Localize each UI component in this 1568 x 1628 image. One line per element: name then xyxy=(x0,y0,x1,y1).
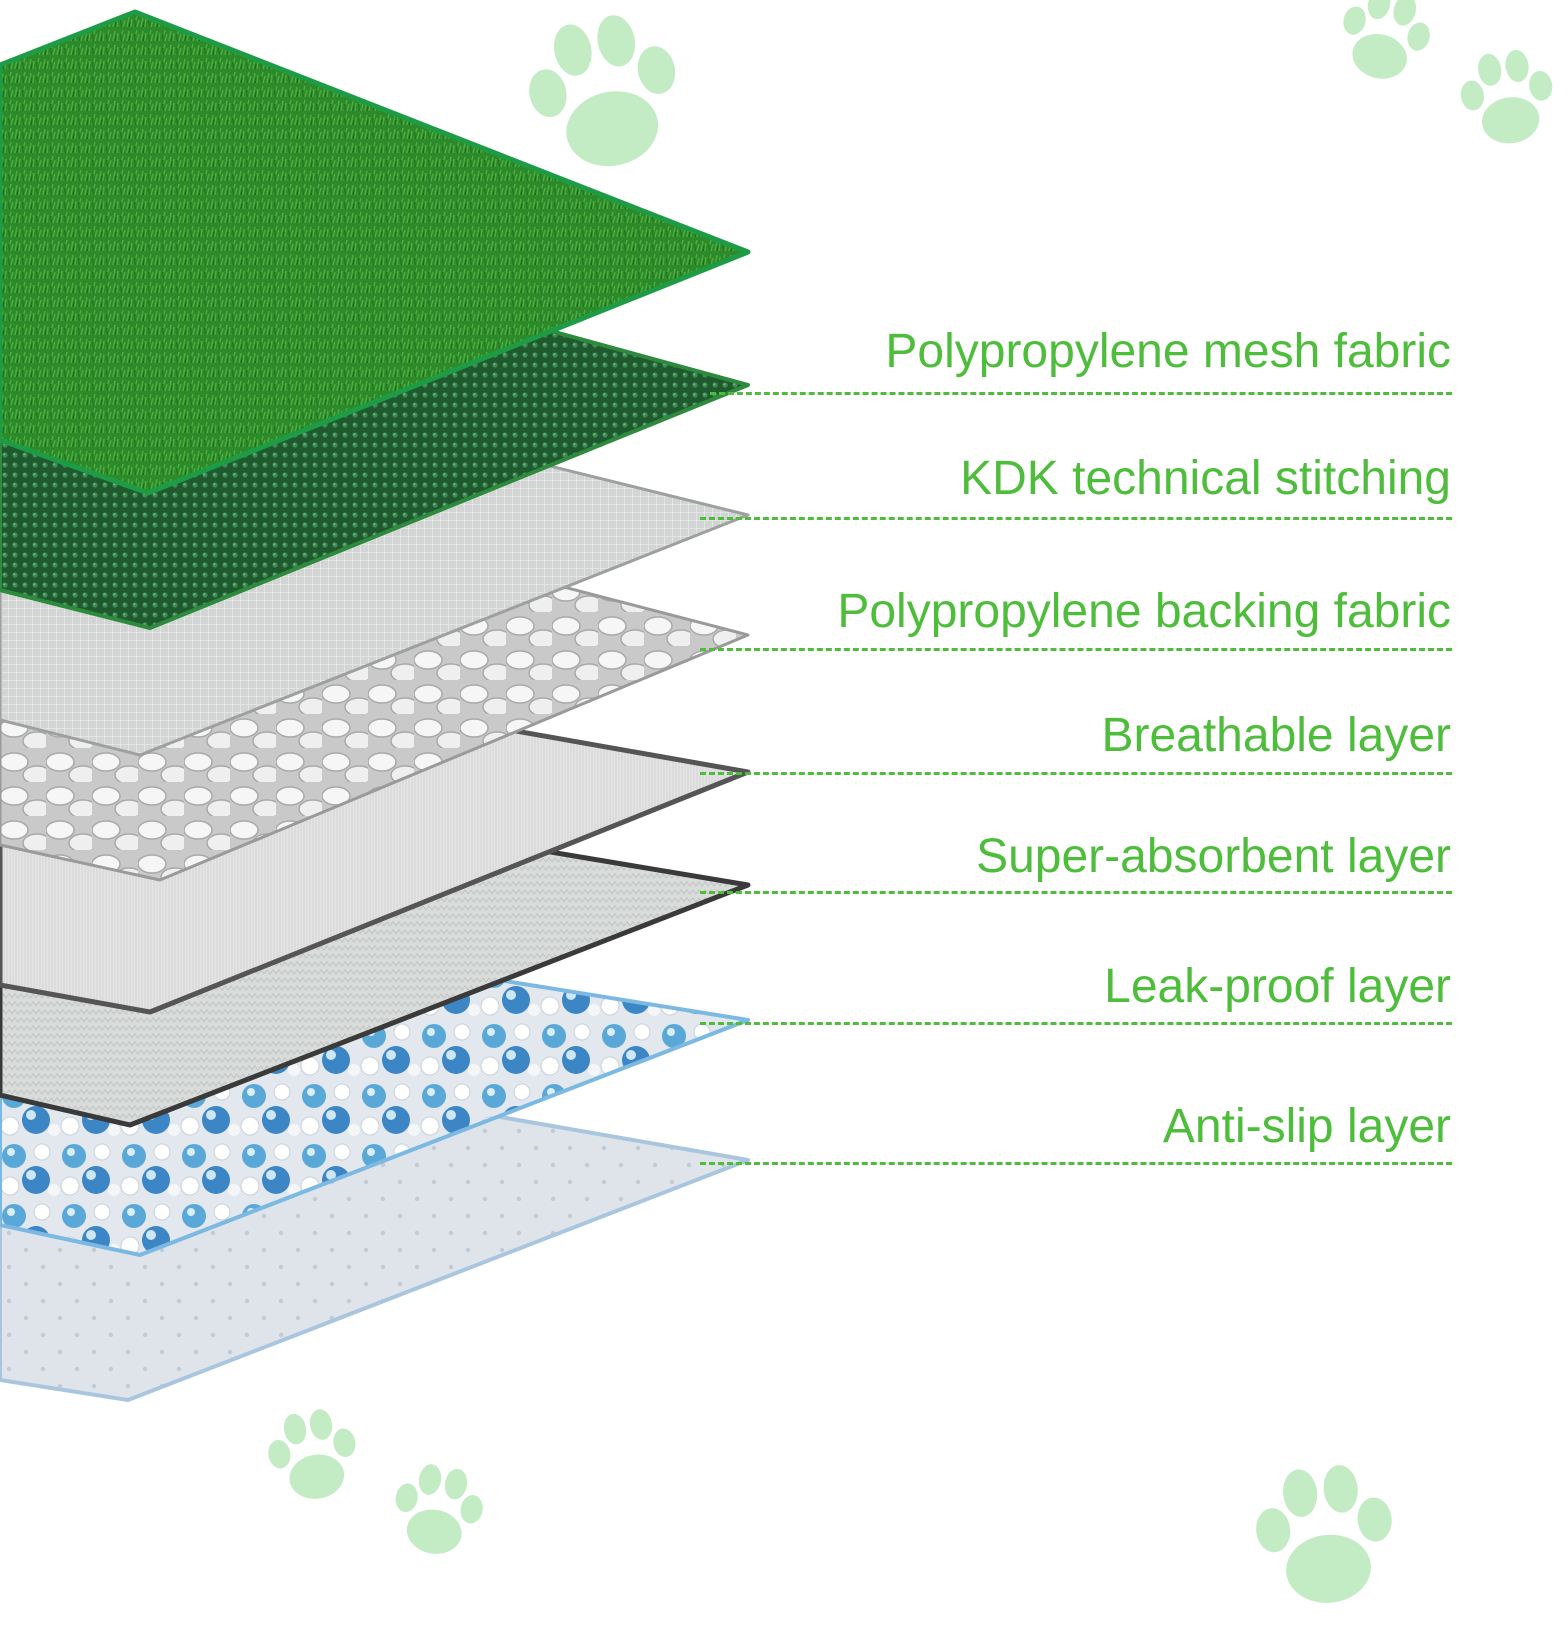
leader-line-breathable xyxy=(700,772,1452,775)
layer-label-breathable: Breathable layer xyxy=(1101,709,1451,762)
layer-label-antislip: Anti-slip layer xyxy=(1162,1100,1451,1153)
paw-print-icon xyxy=(1343,0,1430,79)
leader-line-antislip xyxy=(700,1162,1452,1165)
leader-line-stitching xyxy=(700,517,1452,520)
paw-print-icon xyxy=(1256,1465,1392,1603)
layer-label-mesh: Polypropylene mesh fabric xyxy=(885,325,1451,378)
leader-line-backing xyxy=(700,648,1452,651)
layer-label-absorbent: Super-absorbent layer xyxy=(976,830,1451,883)
paw-print-icon xyxy=(1460,49,1553,144)
paw-print-icon xyxy=(529,15,676,167)
artificial-grass-sheet xyxy=(0,9,751,496)
layer-label-backing: Polypropylene backing fabric xyxy=(837,585,1451,638)
layer-label-leakproof: Leak-proof layer xyxy=(1104,960,1451,1013)
layer-label-stitching: KDK technical stitching xyxy=(960,452,1451,505)
leader-line-mesh xyxy=(710,392,1452,395)
paw-print-icon xyxy=(395,1464,483,1554)
layer-stack-illustration xyxy=(0,9,751,1402)
leader-line-absorbent xyxy=(700,891,1452,894)
leader-line-leakproof xyxy=(700,1022,1452,1025)
paw-print-icon xyxy=(268,1409,356,1499)
